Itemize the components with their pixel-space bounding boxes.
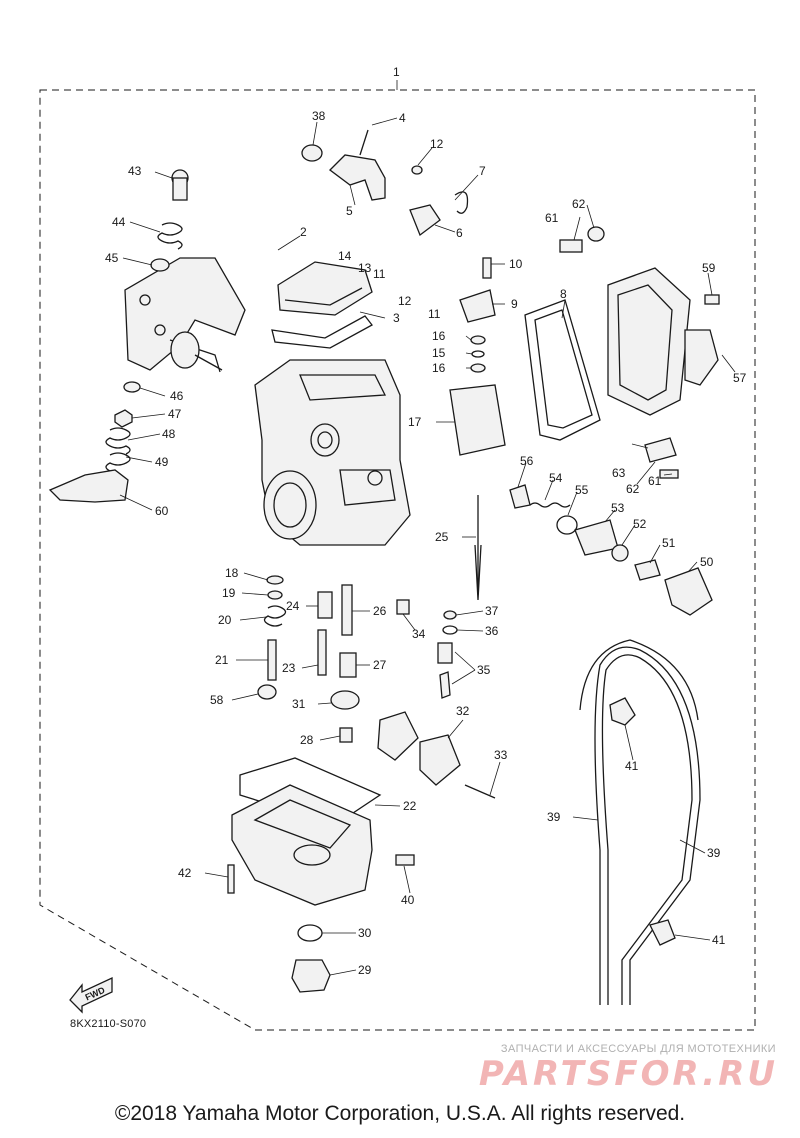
callout-21: 21 (215, 653, 229, 667)
dealer-watermark-logo: PARTSFOR.RU (478, 1054, 778, 1094)
cover-part-3 (271, 261, 373, 349)
diagram-code: 8KX2110-S070 (70, 1018, 147, 1030)
callout-3: 3 (393, 311, 400, 325)
gasket-and-valve (449, 299, 601, 456)
copyright-notice: ©2018 Yamaha Motor Corporation, U.S.A. A… (114, 1102, 686, 1125)
callout-41a: 41 (625, 759, 639, 773)
throttle-linkage (301, 129, 496, 323)
callout-45: 45 (105, 251, 119, 265)
callout-23: 23 (282, 661, 296, 675)
callout-24: 24 (286, 599, 300, 613)
callout-40: 40 (401, 893, 415, 907)
float-bowl-assembly (227, 610, 496, 993)
callout-26: 26 (373, 604, 387, 618)
callout-53: 53 (611, 501, 625, 515)
callout-11a: 11 (373, 267, 386, 281)
callout-12a: 12 (430, 137, 444, 151)
callout-30: 30 (358, 926, 372, 940)
accelerator-pump-cover (559, 226, 720, 416)
assembly-callout: 1 (393, 65, 400, 79)
callout-39a: 39 (547, 810, 561, 824)
callout-16a: 16 (432, 329, 446, 343)
callout-39b: 39 (707, 846, 721, 860)
jet-set (257, 575, 410, 743)
callout-38: 38 (312, 109, 326, 123)
callout-37: 37 (485, 604, 499, 618)
carburetor-body (254, 359, 411, 546)
callout-15: 15 (432, 346, 446, 360)
callout-60: 60 (155, 504, 169, 518)
callout-6: 6 (456, 226, 463, 240)
dealer-tagline: ЗАПЧАСТИ И АКСЕССУАРЫ ДЛЯ МОТОТЕХНИКИ (500, 1043, 776, 1055)
callout-48: 48 (162, 427, 176, 441)
callout-4: 4 (399, 111, 406, 125)
callout-62a: 62 (572, 197, 586, 211)
callout-50: 50 (700, 555, 714, 569)
callout-18: 18 (225, 566, 239, 580)
callout-35: 35 (477, 663, 491, 677)
callout-57: 57 (733, 371, 747, 385)
callout-62b: 62 (626, 482, 640, 496)
callout-28: 28 (300, 733, 314, 747)
callout-22: 22 (403, 799, 417, 813)
callout-42: 42 (178, 866, 192, 880)
callout-12b: 12 (398, 294, 412, 308)
callout-63: 63 (612, 466, 626, 480)
callout-46: 46 (170, 389, 184, 403)
callout-56: 56 (520, 454, 534, 468)
callout-25: 25 (435, 530, 449, 544)
callout-14: 14 (338, 249, 352, 263)
fuel-mixture-screw-set (509, 437, 713, 616)
callout-numbers: 38 4 5 12 7 6 43 44 45 46 47 48 49 60 2 … (105, 109, 747, 977)
callout-13: 13 (358, 261, 372, 275)
callout-2: 2 (300, 225, 307, 239)
callout-10: 10 (509, 257, 523, 271)
callout-29: 29 (358, 963, 372, 977)
vent-hoses (579, 639, 701, 1005)
callout-11b: 11 (428, 307, 441, 321)
callout-32: 32 (456, 704, 470, 718)
callout-36: 36 (485, 624, 499, 638)
fwd-arrow-icon: FWD (69, 976, 113, 1014)
callout-27: 27 (373, 658, 387, 672)
callout-8: 8 (560, 287, 567, 301)
throttle-bracket (48, 169, 246, 503)
callout-47: 47 (168, 407, 182, 421)
callout-9: 9 (511, 297, 518, 311)
callout-43: 43 (128, 164, 142, 178)
jet-needle (474, 495, 482, 601)
callout-33: 33 (494, 748, 508, 762)
callout-5: 5 (346, 204, 353, 218)
callout-49: 49 (155, 455, 169, 469)
callout-17: 17 (408, 415, 422, 429)
callout-58: 58 (210, 693, 224, 707)
callout-54: 54 (549, 471, 563, 485)
callout-20: 20 (218, 613, 232, 627)
callout-55: 55 (575, 483, 589, 497)
callout-59: 59 (702, 261, 716, 275)
callout-61a: 61 (545, 211, 559, 225)
assembly-boundary (39, 89, 756, 1031)
callout-31: 31 (292, 697, 306, 711)
callout-51: 51 (662, 536, 676, 550)
callout-16b: 16 (432, 361, 446, 375)
callout-34: 34 (412, 627, 426, 641)
callout-61b: 61 (648, 474, 662, 488)
callout-7: 7 (479, 164, 486, 178)
leader-lines (119, 117, 736, 976)
callout-19: 19 (222, 586, 236, 600)
callout-52: 52 (633, 517, 647, 531)
callout-41b: 41 (712, 933, 726, 947)
callout-44: 44 (112, 215, 126, 229)
